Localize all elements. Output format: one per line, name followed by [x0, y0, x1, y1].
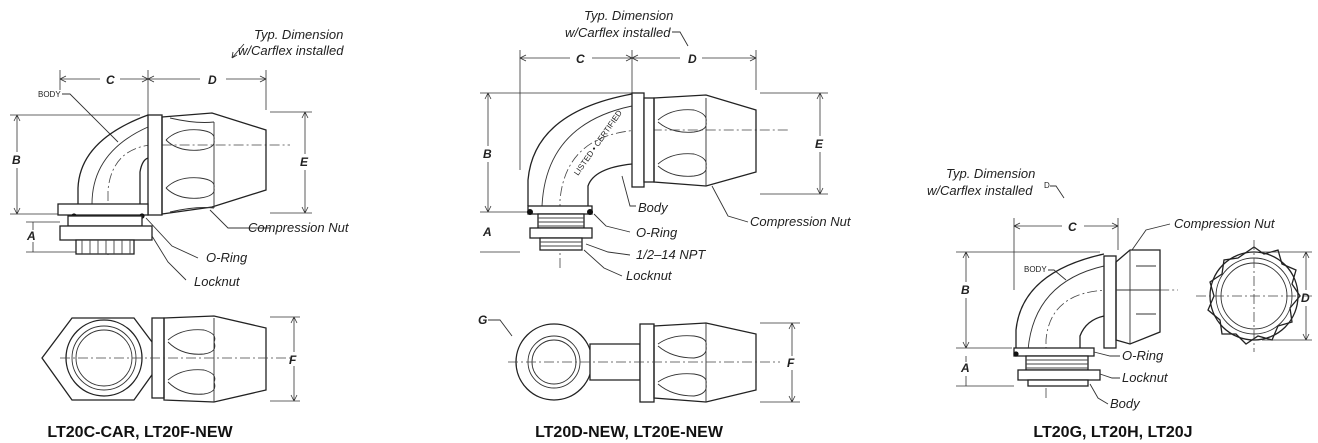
fig1-threads — [75, 239, 135, 255]
fig2-dim-d: D — [688, 52, 697, 66]
fig3-dim-d: D — [1301, 291, 1310, 305]
fig2-caption: LT20D-NEW, LT20E-NEW — [535, 424, 724, 441]
fig3-elbow-inner — [1079, 315, 1105, 350]
fig1-callout-locknut: Locknut — [194, 274, 241, 289]
fig1-body-tag: BODY — [38, 90, 61, 99]
fig3-dim-a: A — [960, 361, 970, 375]
fig1-dim-c: C — [106, 73, 115, 87]
fig2-dim-e: E — [815, 137, 824, 151]
fig2-typ-dimension-line1: Typ. Dimension — [584, 8, 673, 23]
fig2-elbow-inner — [587, 163, 633, 206]
fig1-callout-oring: O-Ring — [206, 250, 248, 265]
fig2-compression-nut — [653, 94, 757, 187]
fig1-top-hex — [41, 317, 165, 401]
fig3-callout-body: Body — [1110, 396, 1141, 411]
fig3-end-view — [1196, 240, 1312, 352]
fig2-dim-g: G — [478, 313, 487, 327]
fig1-thread-collar — [67, 215, 143, 227]
fig3-callout-oring: O-Ring — [1122, 348, 1164, 363]
fig3-typ-dimension-line2: w/Carflex installed — [927, 183, 1033, 198]
figure-lt20c-car: Typ. Dimension w/Carflex installed C D B… — [10, 27, 350, 441]
fig2-dim-c: C — [576, 52, 585, 66]
fig3-dim-b: B — [961, 283, 970, 297]
fig3-body-tag: BODY — [1024, 265, 1047, 274]
fig1-caption: LT20C-CAR, LT20F-NEW — [47, 424, 233, 441]
fig3-caption: LT20G, LT20H, LT20J — [1033, 424, 1192, 441]
fig1-dim-a: A — [26, 229, 36, 243]
fig3-typ-dimension-sup: D — [1044, 181, 1050, 190]
fig1-typ-dimension-line2: w/Carflex installed — [238, 43, 344, 58]
fig1-elbow-outer — [77, 114, 149, 204]
fig1-callout-compression-nut: Compression Nut — [248, 220, 350, 235]
fig1-dim-b: B — [12, 153, 21, 167]
fig2-dim-f: F — [787, 356, 795, 370]
fig2-callout-locknut: Locknut — [626, 268, 673, 283]
fig1-dim-f: F — [289, 353, 297, 367]
fig2-elbow-outer — [527, 93, 633, 206]
fig2-base-flange — [527, 205, 593, 215]
fig1-note-leader — [231, 43, 245, 59]
fig3-elbow-outer — [1015, 253, 1105, 350]
fig2-centerline — [559, 129, 790, 268]
fig3-callout-locknut: Locknut — [1122, 370, 1169, 385]
fig2-callout-compression-nut: Compression Nut — [750, 214, 852, 229]
fig3-typ-dimension-line1: Typ. Dimension — [946, 166, 1035, 181]
fig2-threads-lower — [539, 237, 583, 251]
fig1-base-flange — [57, 203, 149, 216]
fig3-base-flange — [1013, 347, 1095, 357]
fig2-callout-oring: O-Ring — [636, 225, 678, 240]
fig1-typ-dimension-line1: Typ. Dimension — [254, 27, 343, 42]
fig2-typ-dimension-line2: w/Carflex installed — [565, 25, 671, 40]
fig1-locknut — [59, 225, 153, 241]
fig2-dim-b: B — [483, 147, 492, 161]
fig3-compression-nut — [1115, 249, 1161, 345]
fig2-flange — [631, 92, 645, 188]
fig3-flange — [1103, 255, 1117, 349]
fig1-flange — [147, 114, 163, 216]
fig2-callout-body: Body — [638, 200, 669, 215]
fig3-centerline — [1045, 289, 1178, 398]
figure-lt20d-new: Typ. Dimension w/Carflex installed C D B… — [478, 8, 852, 441]
fig3-callout-compression-nut: Compression Nut — [1174, 216, 1276, 231]
fig2-dim-a: A — [482, 225, 492, 239]
fig3-dim-c: C — [1068, 220, 1077, 234]
fig2-locknut — [529, 227, 593, 239]
fig1-cd-extension-lines — [59, 70, 267, 140]
fig1-dim-e: E — [300, 155, 309, 169]
fig1-elbow-inner — [139, 157, 149, 204]
fig3-locknut — [1017, 369, 1101, 381]
fig1-compression-nut — [161, 112, 267, 215]
fig2-callout-npt: 1/2–14 NPT — [636, 247, 706, 262]
fig1-dim-d: D — [208, 73, 217, 87]
fig1-top-nut — [163, 315, 267, 403]
figure-lt20g: Typ. Dimension w/Carflex installed D C B… — [927, 166, 1312, 441]
